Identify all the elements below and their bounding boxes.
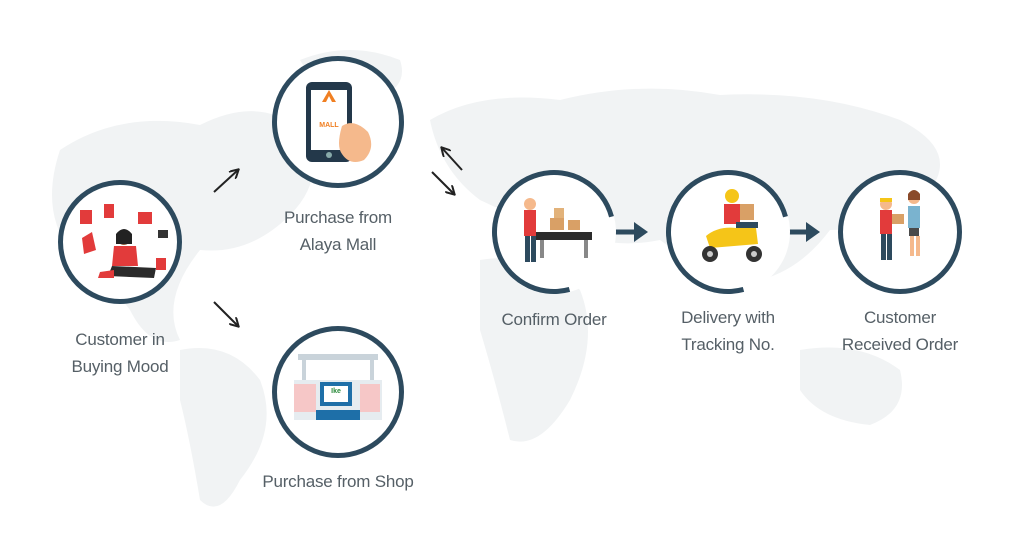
shop-label-line1: Purchase from Shop — [262, 472, 414, 491]
up-right-arrow-icon — [213, 170, 238, 193]
confirm-label: Confirm Order — [454, 306, 654, 333]
alaya-label-line2: Alaya Mall — [299, 235, 377, 254]
customer-label-line2: Buying Mood — [71, 357, 169, 376]
received-label-line1: Customer — [863, 308, 937, 327]
double-arrow-icon — [431, 148, 463, 194]
shopping-woman-icon — [80, 204, 168, 278]
right-arrow-icon — [788, 222, 820, 242]
phone-app-icon — [306, 82, 372, 162]
customer-circle — [58, 180, 182, 304]
packing-worker-icon — [524, 198, 592, 262]
delivery-label: Delivery with Tracking No. — [628, 304, 828, 358]
right-arrow-icon — [614, 222, 648, 242]
confirm-label-line1: Confirm Order — [501, 310, 607, 329]
alaya-label-line1: Purchase from — [284, 208, 392, 227]
alaya-label: Purchase from Alaya Mall — [238, 204, 438, 258]
delivery-label-line2: Tracking No. — [681, 335, 775, 354]
customer-label: Customer in Buying Mood — [18, 326, 222, 380]
handover-icon — [880, 190, 920, 260]
received-circle — [838, 170, 962, 294]
shop-label: Purchase from Shop — [238, 468, 438, 495]
alaya-circle — [272, 56, 404, 188]
received-label-line2: Received Order — [841, 335, 959, 354]
down-right-arrow-icon — [213, 301, 238, 326]
shop-sign-text: Ike — [331, 388, 341, 395]
scooter-delivery-icon — [702, 189, 762, 262]
storefront-icon — [294, 354, 382, 420]
received-label: Customer Received Order — [800, 304, 1000, 358]
alaya-app-badge: MALL — [319, 122, 339, 129]
customer-label-line1: Customer in — [75, 330, 165, 349]
delivery-label-line1: Delivery with — [681, 308, 775, 327]
